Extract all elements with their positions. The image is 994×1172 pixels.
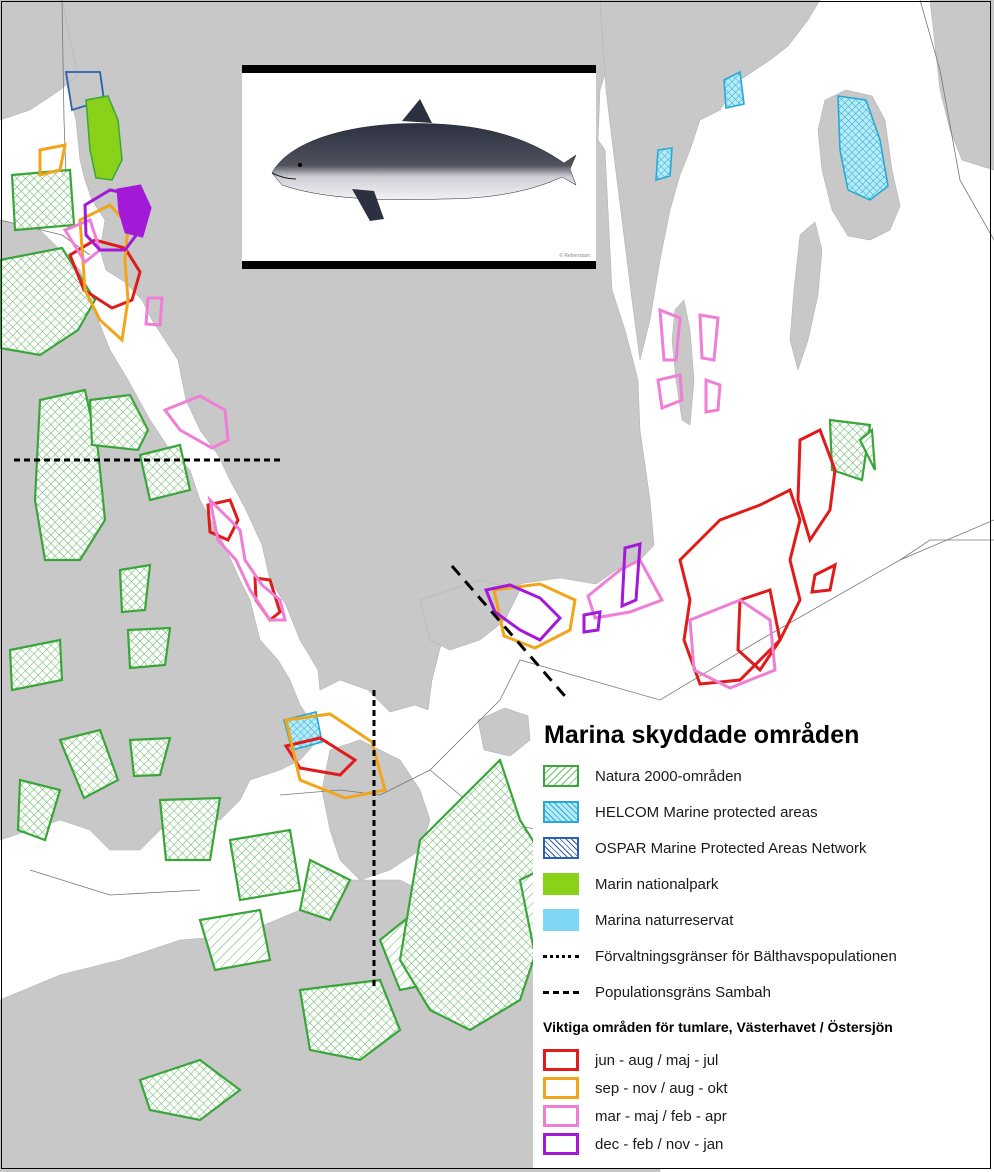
- red-outline-swatch: [543, 1049, 579, 1071]
- legend-item-management-boundary: Förvaltningsgränser för Bälthavspopulati…: [543, 943, 897, 969]
- land-gotland-south: [789, 221, 823, 372]
- boundaries: [14, 458, 572, 990]
- land-jutland: [0, 219, 319, 851]
- dotted-line-swatch: [543, 954, 579, 958]
- legend-item-nature-reserve: Marina naturreservat: [543, 907, 733, 933]
- legend-item-season-summer: jun - aug / maj - jul: [543, 1047, 718, 1073]
- ospar-swatch: [543, 837, 579, 859]
- legend-item-ospar: OSPAR Marine Protected Areas Network: [543, 835, 867, 861]
- helcom-swatch: [543, 801, 579, 823]
- legend-item-season-winter: dec - feb / nov - jan: [543, 1131, 723, 1157]
- national-park-swatch: [543, 873, 579, 895]
- porpoise-illustration: © Rebenstam: [242, 65, 596, 269]
- porpoise-icon: [271, 99, 577, 221]
- map-legend: Marina skyddade områden Natura 2000-områ…: [533, 712, 989, 1168]
- purple-outline-swatch: [543, 1133, 579, 1155]
- legend-item-season-spring: mar - maj / feb - apr: [543, 1103, 727, 1129]
- season-areas: [38, 143, 838, 800]
- pink-outline-swatch: [543, 1105, 579, 1127]
- sambah-line: [450, 565, 572, 703]
- legend-subtitle: Viktiga områden för tumlare, Västerhavet…: [543, 1019, 893, 1035]
- national-park: [85, 95, 123, 181]
- legend-item-helcom: HELCOM Marine protected areas: [543, 799, 818, 825]
- legend-item-natura: Natura 2000-områden: [543, 763, 742, 789]
- land-sweden-east: [599, 0, 821, 361]
- nature-reserve-swatch: [543, 909, 579, 931]
- photo-credit: © Rebenstam: [559, 253, 590, 259]
- legend-title: Marina skyddade områden: [544, 721, 860, 749]
- land-bornholm: [477, 707, 531, 757]
- land-jutland-north: [0, 0, 79, 121]
- land-north-east: [929, 0, 994, 171]
- legend-item-sambah-boundary: Populationsgräns Sambah: [543, 979, 771, 1005]
- legend-item-season-autumn: sep - nov / aug - okt: [543, 1075, 728, 1101]
- natura-swatch: [543, 765, 579, 787]
- legend-item-national-park: Marin nationalpark: [543, 871, 718, 897]
- land-zealand: [321, 739, 431, 881]
- orange-outline-swatch: [543, 1077, 579, 1099]
- dashed-line-swatch: [543, 990, 579, 994]
